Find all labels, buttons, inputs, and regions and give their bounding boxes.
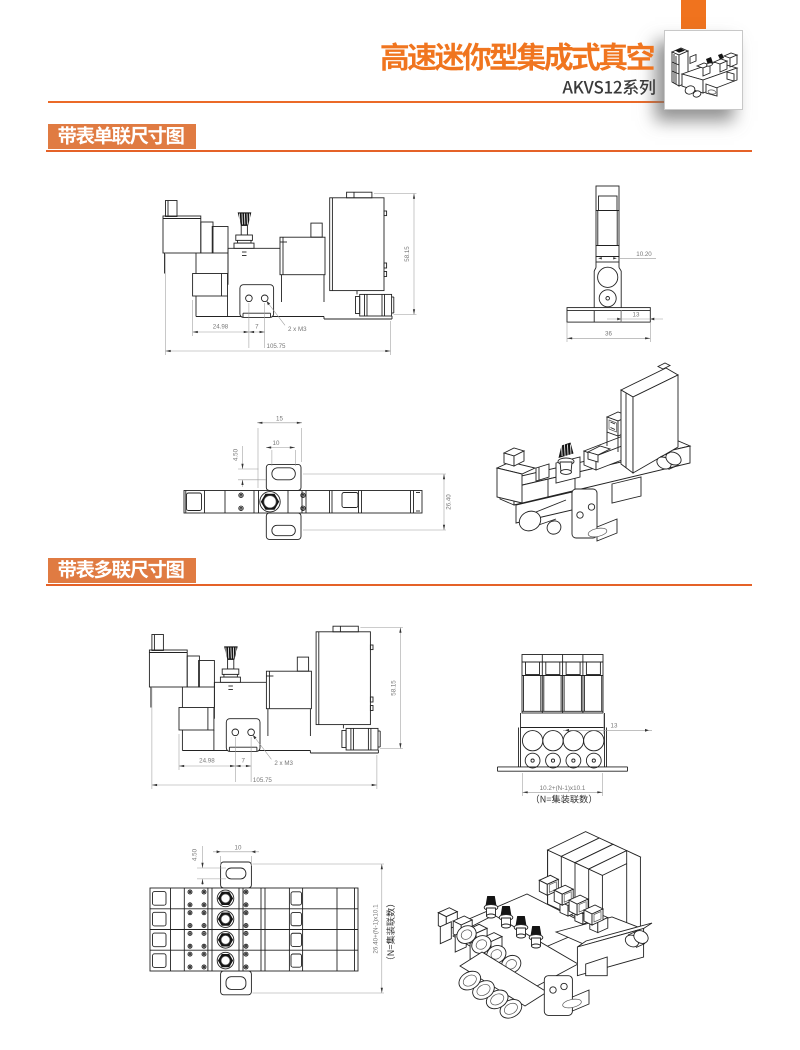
svg-text:15: 15 — [276, 416, 283, 423]
svg-text:26.40+(N-1)x10.1: 26.40+(N-1)x10.1 — [373, 904, 380, 954]
svg-text:36: 36 — [605, 331, 612, 338]
svg-text:10.2+(N-1)x10.1: 10.2+(N-1)x10.1 — [540, 785, 586, 792]
svg-text:2 x M3: 2 x M3 — [288, 326, 307, 333]
svg-text:10: 10 — [235, 845, 242, 852]
svg-text:26.40: 26.40 — [446, 494, 453, 510]
svg-text:24.98: 24.98 — [213, 324, 229, 331]
svg-text:4.50: 4.50 — [233, 448, 240, 461]
svg-text:4.50: 4.50 — [192, 848, 199, 861]
svg-text:13: 13 — [611, 723, 618, 730]
svg-text:7: 7 — [255, 324, 259, 331]
svg-text:13: 13 — [633, 312, 640, 319]
svg-text:58.15: 58.15 — [404, 246, 411, 262]
svg-text:10: 10 — [273, 440, 280, 447]
svg-text:105.75: 105.75 — [267, 343, 286, 350]
svg-text:10.20: 10.20 — [636, 251, 652, 258]
